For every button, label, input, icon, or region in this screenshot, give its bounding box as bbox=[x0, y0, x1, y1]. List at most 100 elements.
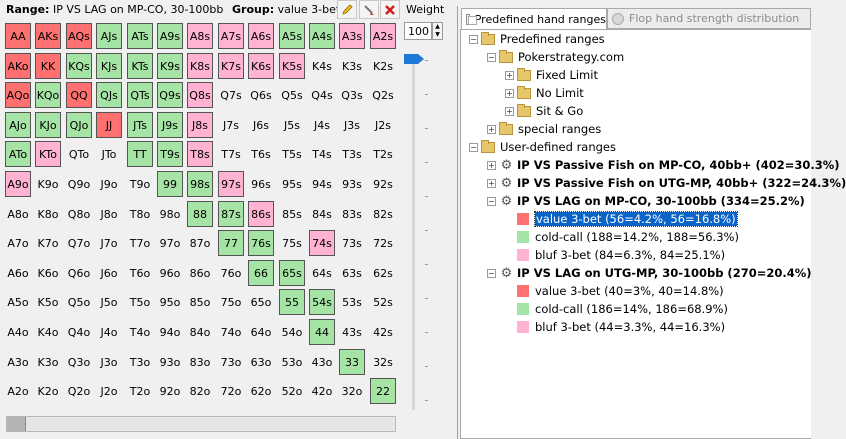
hand-cell-75s[interactable]: 75s bbox=[282, 236, 302, 250]
hand-cell-t6s[interactable]: T6s bbox=[251, 147, 271, 161]
hand-cell-j2o[interactable]: J2o bbox=[100, 384, 118, 398]
hand-cell-k3s[interactable]: K3s bbox=[342, 59, 362, 73]
hand-cell-k9s[interactable]: K9s bbox=[157, 53, 183, 79]
hand-cell-a7s[interactable]: A7s bbox=[218, 23, 244, 49]
hand-cell-t5s[interactable]: T5s bbox=[282, 147, 302, 161]
hand-cell-kts[interactable]: KTs bbox=[127, 53, 153, 79]
hand-cell-kjs[interactable]: KJs bbox=[96, 53, 122, 79]
hand-cell-93s[interactable]: 93s bbox=[342, 177, 362, 191]
hand-cell-k9o[interactable]: K9o bbox=[37, 177, 59, 191]
tree-item-folder[interactable]: Predefined ranges bbox=[481, 31, 605, 47]
hand-cell-kjo[interactable]: KJo bbox=[35, 112, 61, 138]
hand-cell-85o[interactable]: 85o bbox=[189, 295, 211, 309]
hand-cell-aa[interactable]: AA bbox=[5, 23, 31, 49]
hand-cell-52o[interactable]: 52o bbox=[281, 384, 303, 398]
hand-cell-74s[interactable]: 74s bbox=[309, 230, 335, 256]
hand-cell-q3o[interactable]: Q3o bbox=[67, 355, 91, 369]
hand-cell-73o[interactable]: 73o bbox=[220, 355, 242, 369]
hand-cell-83o[interactable]: 83o bbox=[189, 355, 211, 369]
hand-cell-92o[interactable]: 92o bbox=[159, 384, 181, 398]
hand-cell-66[interactable]: 66 bbox=[248, 260, 274, 286]
tree-item-group[interactable]: cold-call (186=14%, 186=68.9%) bbox=[517, 301, 728, 317]
hand-cell-a2o[interactable]: A2o bbox=[7, 384, 29, 398]
hand-cell-77[interactable]: 77 bbox=[218, 230, 244, 256]
hand-cell-k4o[interactable]: K4o bbox=[37, 325, 59, 339]
hand-cell-qjs[interactable]: QJs bbox=[96, 82, 122, 108]
hand-cell-a5o[interactable]: A5o bbox=[7, 295, 29, 309]
hand-cell-92s[interactable]: 92s bbox=[373, 177, 393, 191]
hand-cell-84o[interactable]: 84o bbox=[189, 325, 211, 339]
hand-cell-97o[interactable]: 97o bbox=[159, 236, 181, 250]
tab-predefined-hand-ranges[interactable]: Predefined hand ranges bbox=[461, 8, 607, 30]
hand-cell-q3s[interactable]: Q3s bbox=[341, 88, 363, 102]
tree-item-group[interactable]: bluf 3-bet (44=3.3%, 44=16.3%) bbox=[517, 319, 725, 335]
tree-item-range[interactable]: ⚙IP VS LAG on UTG-MP, 30-100bb (270=20.4… bbox=[499, 265, 812, 281]
tree-expander[interactable]: + bbox=[505, 107, 514, 116]
hand-cell-a8s[interactable]: A8s bbox=[187, 23, 213, 49]
hand-cell-j6s[interactable]: J6s bbox=[253, 118, 269, 132]
hand-cell-76o[interactable]: 76o bbox=[220, 266, 242, 280]
hand-cell-98s[interactable]: 98s bbox=[187, 171, 213, 197]
hand-cell-k5o[interactable]: K5o bbox=[37, 295, 59, 309]
hand-cell-j9o[interactable]: J9o bbox=[100, 177, 118, 191]
hand-cell-qto[interactable]: QTo bbox=[68, 147, 90, 161]
hand-cell-94o[interactable]: 94o bbox=[159, 325, 181, 339]
edit-group-button[interactable] bbox=[337, 0, 357, 19]
hand-cell-jts[interactable]: JTs bbox=[127, 112, 153, 138]
hand-cell-ako[interactable]: AKo bbox=[5, 53, 31, 79]
hand-cell-87o[interactable]: 87o bbox=[189, 236, 211, 250]
tree-expander[interactable]: + bbox=[505, 89, 514, 98]
horizontal-slider-track[interactable] bbox=[6, 416, 396, 432]
hand-cell-a3o[interactable]: A3o bbox=[7, 355, 29, 369]
hand-cell-32o[interactable]: 32o bbox=[341, 384, 363, 398]
hand-cell-a4s[interactable]: A4s bbox=[309, 23, 335, 49]
hand-cell-53o[interactable]: 53o bbox=[281, 355, 303, 369]
hand-cell-jj[interactable]: JJ bbox=[96, 112, 122, 138]
tree-item-range[interactable]: ⚙IP VS Passive Fish on MP-CO, 40bb+ (402… bbox=[499, 157, 840, 173]
hand-cell-t2s[interactable]: T2s bbox=[373, 147, 393, 161]
hand-cell-54s[interactable]: 54s bbox=[309, 289, 335, 315]
hand-cell-q2s[interactable]: Q2s bbox=[372, 88, 394, 102]
hand-cell-t2o[interactable]: T2o bbox=[129, 384, 151, 398]
hand-cell-72s[interactable]: 72s bbox=[373, 236, 393, 250]
hand-cell-a9s[interactable]: A9s bbox=[157, 23, 183, 49]
hand-cell-96o[interactable]: 96o bbox=[159, 266, 181, 280]
delete-group-button[interactable] bbox=[380, 0, 400, 19]
tree-item-group[interactable]: cold-call (188=14.2%, 188=56.3%) bbox=[517, 229, 739, 245]
tree-expander[interactable]: − bbox=[469, 143, 478, 152]
horizontal-slider-thumb[interactable] bbox=[7, 417, 26, 431]
hand-cell-64o[interactable]: 64o bbox=[250, 325, 272, 339]
hand-cell-t7s[interactable]: T7s bbox=[221, 147, 241, 161]
hand-cell-22[interactable]: 22 bbox=[370, 378, 396, 404]
hand-cell-j4o[interactable]: J4o bbox=[100, 325, 118, 339]
weight-slider-track[interactable] bbox=[412, 58, 415, 410]
hand-cell-kk[interactable]: KK bbox=[35, 53, 61, 79]
tree-item-group[interactable]: bluf 3-bet (84=6.3%, 84=25.1%) bbox=[517, 247, 725, 263]
hand-cell-87s[interactable]: 87s bbox=[218, 201, 244, 227]
tree-item-range[interactable]: ⚙IP VS Passive Fish on UTG-MP, 40bb+ (32… bbox=[499, 175, 846, 191]
hand-cell-85s[interactable]: 85s bbox=[282, 207, 302, 221]
panel-divider[interactable] bbox=[457, 6, 458, 439]
tree-expander[interactable]: + bbox=[487, 161, 496, 170]
hand-cell-tt[interactable]: TT bbox=[127, 141, 153, 167]
hand-cell-q7o[interactable]: Q7o bbox=[67, 236, 91, 250]
hand-cell-ato[interactable]: ATo bbox=[5, 141, 31, 167]
hand-cell-t7o[interactable]: T7o bbox=[129, 236, 151, 250]
hand-cell-j9s[interactable]: J9s bbox=[157, 112, 183, 138]
hand-cell-kqo[interactable]: KQo bbox=[35, 82, 61, 108]
hand-cell-86s[interactable]: 86s bbox=[248, 201, 274, 227]
hand-cell-j8o[interactable]: J8o bbox=[100, 207, 118, 221]
hand-cell-j5o[interactable]: J5o bbox=[100, 295, 118, 309]
hand-cell-j8s[interactable]: J8s bbox=[187, 112, 213, 138]
paint-group-button[interactable] bbox=[359, 0, 379, 19]
tree-item-group[interactable]: value 3-bet (56=4.2%, 56=16.8%) bbox=[517, 211, 738, 227]
hand-cell-42s[interactable]: 42s bbox=[373, 325, 393, 339]
tree-expander[interactable]: − bbox=[469, 35, 478, 44]
hand-cell-84s[interactable]: 84s bbox=[312, 207, 332, 221]
hand-cell-ajs[interactable]: AJs bbox=[96, 23, 122, 49]
hand-cell-t3s[interactable]: T3s bbox=[342, 147, 362, 161]
tree-expander[interactable]: − bbox=[487, 269, 496, 278]
hand-cell-q2o[interactable]: Q2o bbox=[67, 384, 91, 398]
tree-item-folder[interactable]: Fixed Limit bbox=[517, 67, 598, 83]
hand-cell-k8o[interactable]: K8o bbox=[37, 207, 59, 221]
